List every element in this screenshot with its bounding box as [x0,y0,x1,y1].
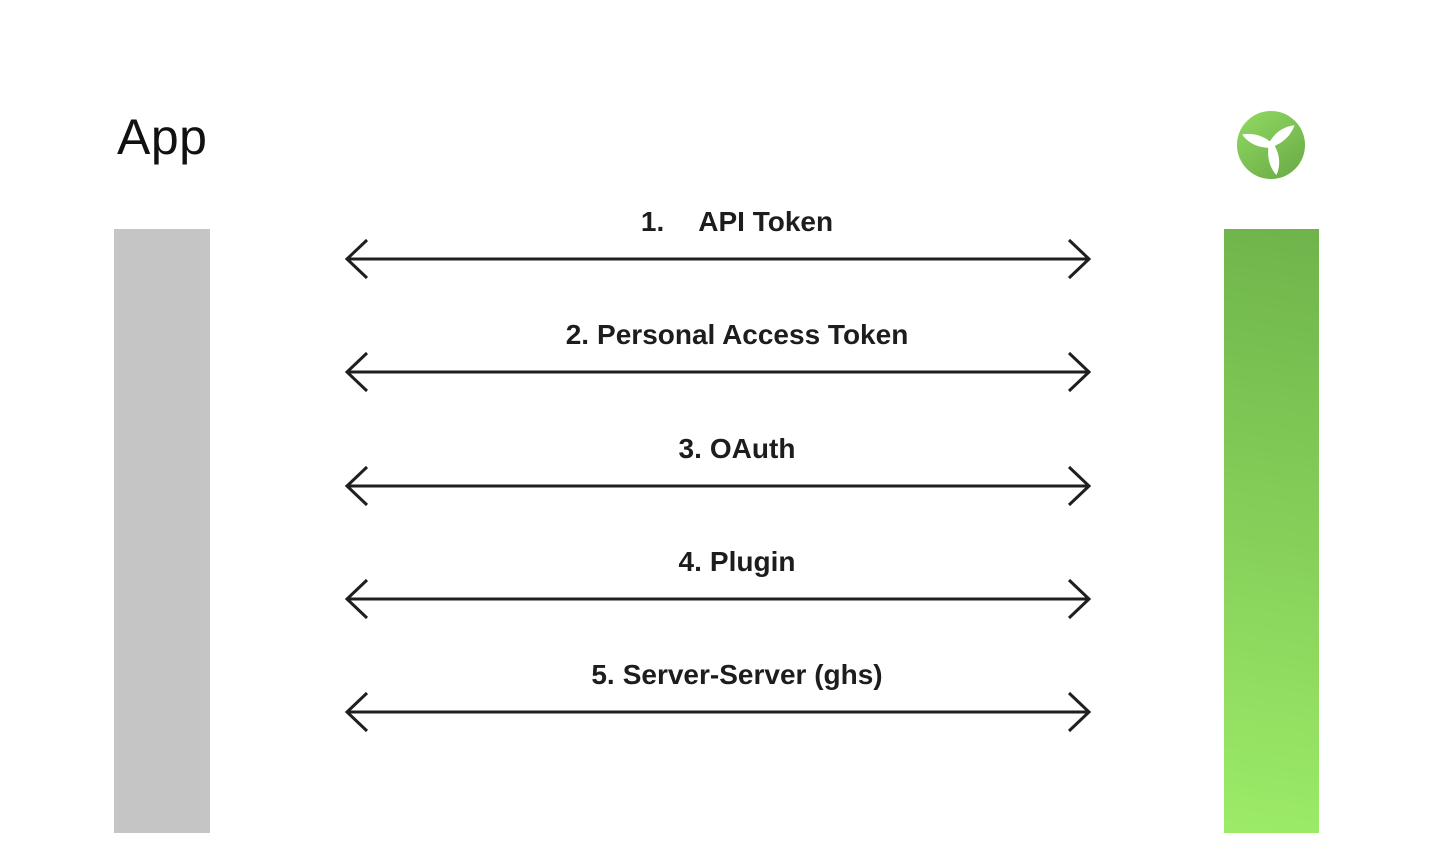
connection-text: Server-Server (ghs) [622,659,883,690]
double-arrow-icon [344,238,1092,280]
connection-number: 1. [640,206,665,237]
app-title: App [117,109,208,165]
connection-label: 4.Plugin [363,547,1111,577]
connection-row: 5.Server-Server (ghs) [344,660,1092,734]
double-arrow-icon [344,578,1092,620]
double-arrow-icon [344,351,1092,393]
connection-number: 3. [678,433,702,464]
connection-row: 1. API Token [344,207,1092,281]
connection-number: 5. [591,659,615,690]
connection-label: 3.OAuth [363,434,1111,464]
connection-number: 2. [565,319,590,350]
connection-text: OAuth [709,433,796,464]
connection-row: 2.Personal Access Token [344,320,1092,394]
double-arrow-icon [344,465,1092,507]
connection-text: Personal Access Token [597,319,909,350]
connection-text: API Token [698,206,834,237]
service-lifeline-bar [1224,229,1319,833]
double-arrow-icon [344,691,1092,733]
turbine-blades [1242,125,1295,176]
wind-turbine-logo-icon [1236,110,1306,180]
connection-label: 2.Personal Access Token [363,320,1111,350]
connection-label: 1. API Token [363,207,1111,237]
app-lifeline-bar [114,229,210,833]
connection-label: 5.Server-Server (ghs) [363,660,1111,690]
connection-row: 3.OAuth [344,434,1092,508]
connection-number: 4. [678,546,702,577]
connection-text: Plugin [709,546,796,577]
connection-row: 4.Plugin [344,547,1092,621]
